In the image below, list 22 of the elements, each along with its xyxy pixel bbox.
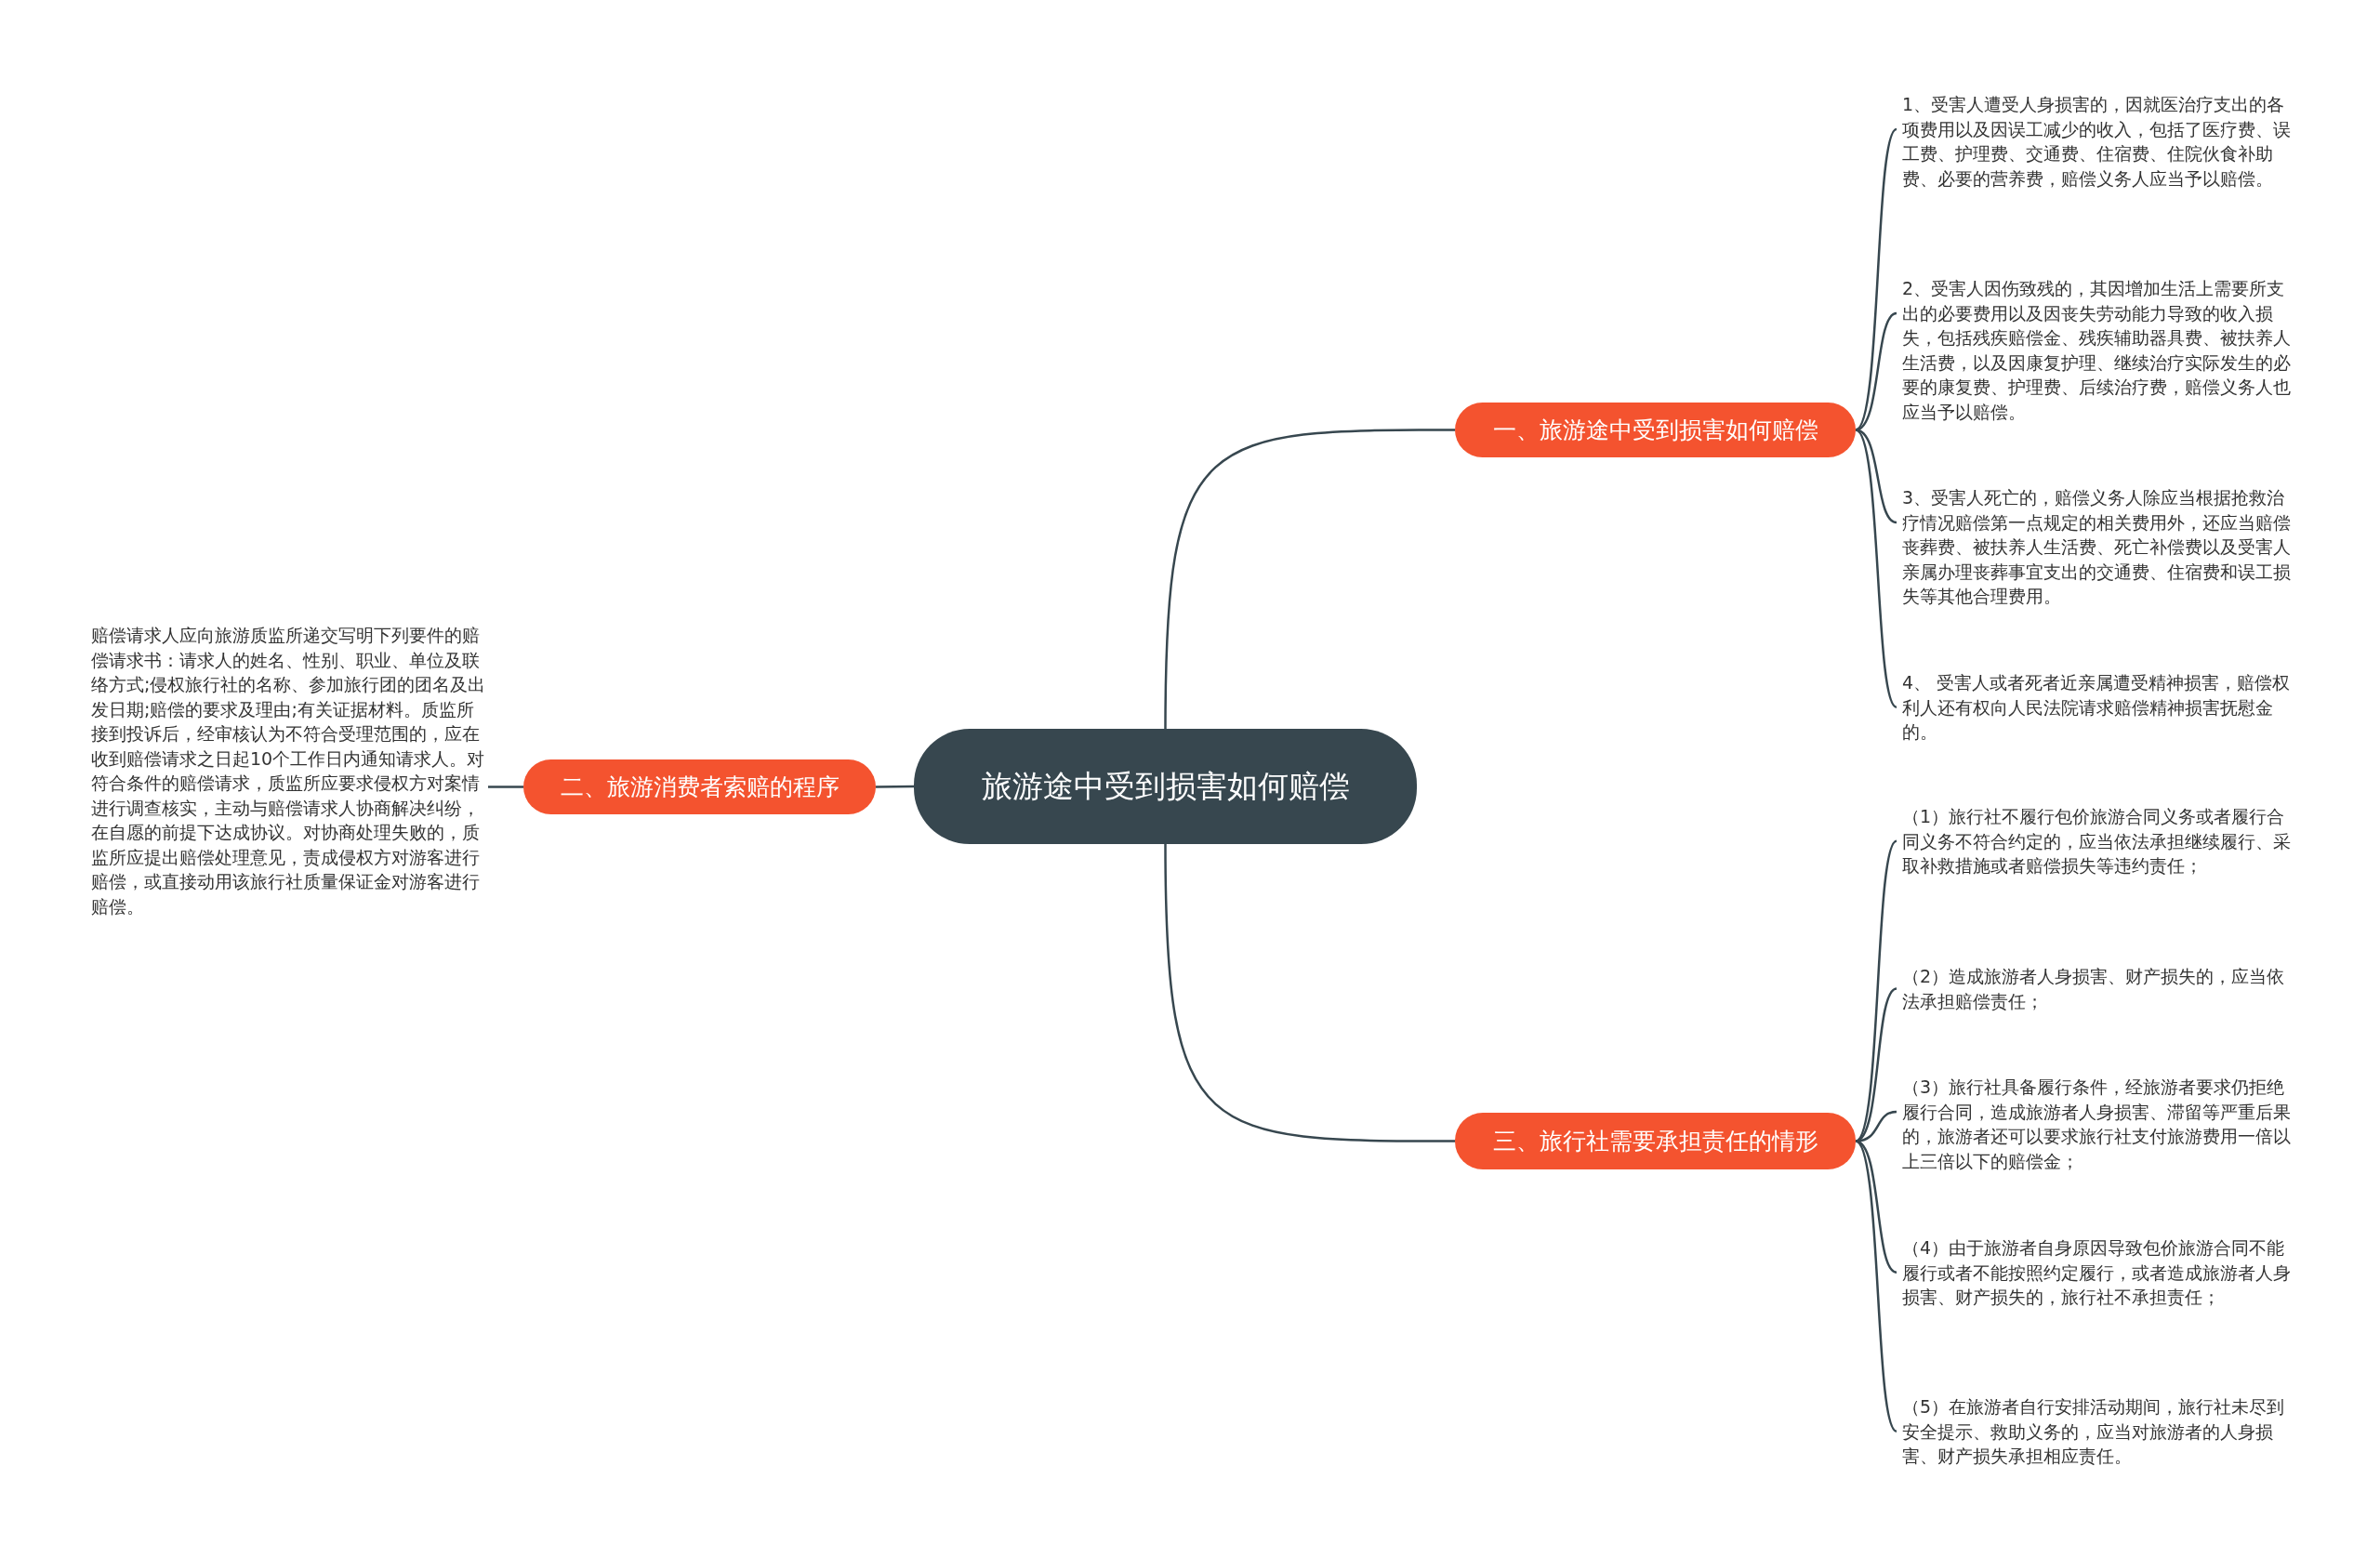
- connector: [1855, 839, 1897, 1142]
- detail-text: 4、 受害人或者死者近亲属遭受精神损害，赔偿权利人还有权向人民法院请求赔偿精神损害抚慰金的。: [1902, 670, 2297, 745]
- connector: [1855, 128, 1897, 431]
- connector: [1855, 1140, 1897, 1433]
- detail-text: （2）造成旅游者人身损害、财产损失的，应当依法承担赔偿责任；: [1902, 964, 2297, 1013]
- connector: [1855, 429, 1897, 708]
- connector: [488, 786, 523, 788]
- branch-topic: 一、旅游途中受到损害如何赔偿: [1455, 403, 1856, 457]
- connector: [1164, 429, 1455, 729]
- branch-topic: 三、旅行社需要承担责任的情形: [1455, 1113, 1856, 1169]
- connector: [876, 785, 914, 788]
- connector: [1164, 844, 1455, 1142]
- detail-text: 2、受害人因伤致残的，其因增加生活上需要所支出的必要费用以及因丧失劳动能力导致的收入损失，包括残疾赔偿金、残疾辅助器具费、被扶养人生活费，以及因康复护理、继续治疗实际发生的必要的康复费、护理费、后续治疗费，赔偿义务人也应当予以赔偿。: [1902, 276, 2297, 424]
- detail-text: 3、受害人死亡的，赔偿义务人除应当根据抢救治疗情况赔偿第一点规定的相关费用外，还应当赔偿丧葬费、被扶养人生活费、死亡补偿费以及受害人亲属办理丧葬事宜支出的交通费、住宿费和误工损失等其他合理费用。: [1902, 485, 2297, 609]
- detail-text: 赔偿请求人应向旅游质监所递交写明下列要件的赔偿请求书：请求人的姓名、性别、职业、单位及联络方式;侵权旅行社的名称、参加旅行团的团名及出发日期;赔偿的要求及理由;有关证据材料。质监所接到投诉后，经审核认为不符合受理范围的，应在收到赔偿请求之日起10个工作日内通知请求人。对符合条件的赔偿请求，质监所应要求侵权方对案情进行调查核实，主动与赔偿请求人协商解决纠纷，在自愿的前提下达成协议。对协商处理失败的，质监所应提出赔偿处理意见，责成侵权方对游客进行赔偿，或直接动用该旅行社质量保证金对游客进行赔偿。: [91, 623, 486, 918]
- detail-text: （1）旅行社不履行包价旅游合同义务或者履行合同义务不符合约定的，应当依法承担继续履行、采取补救措施或者赔偿损失等违约责任；: [1902, 804, 2297, 878]
- central-topic: 旅游途中受到损害如何赔偿: [914, 729, 1417, 844]
- detail-text: （3）旅行社具备履行条件，经旅游者要求仍拒绝履行合同，造成旅游者人身损害、滞留等严重后果的，旅游者还可以要求旅行社支付旅游费用一倍以上三倍以下的赔偿金；: [1902, 1075, 2297, 1173]
- detail-text: （4）由于旅游者自身原因导致包价旅游合同不能履行或者不能按照约定履行，或者造成旅游者人身损害、财产损失的，旅行社不承担责任；: [1902, 1235, 2297, 1310]
- branch-topic: 二、旅游消费者索赔的程序: [523, 759, 876, 814]
- detail-text: （5）在旅游者自行安排活动期间，旅行社未尽到安全提示、救助义务的，应当对旅游者的人身损害、财产损失承担相应责任。: [1902, 1394, 2297, 1469]
- detail-text: 1、受害人遭受人身损害的，因就医治疗支出的各项费用以及因误工减少的收入，包括了医疗费、误工费、护理费、交通费、住宿费、住院伙食补助费、必要的营养费，赔偿义务人应当予以赔偿。: [1902, 92, 2297, 191]
